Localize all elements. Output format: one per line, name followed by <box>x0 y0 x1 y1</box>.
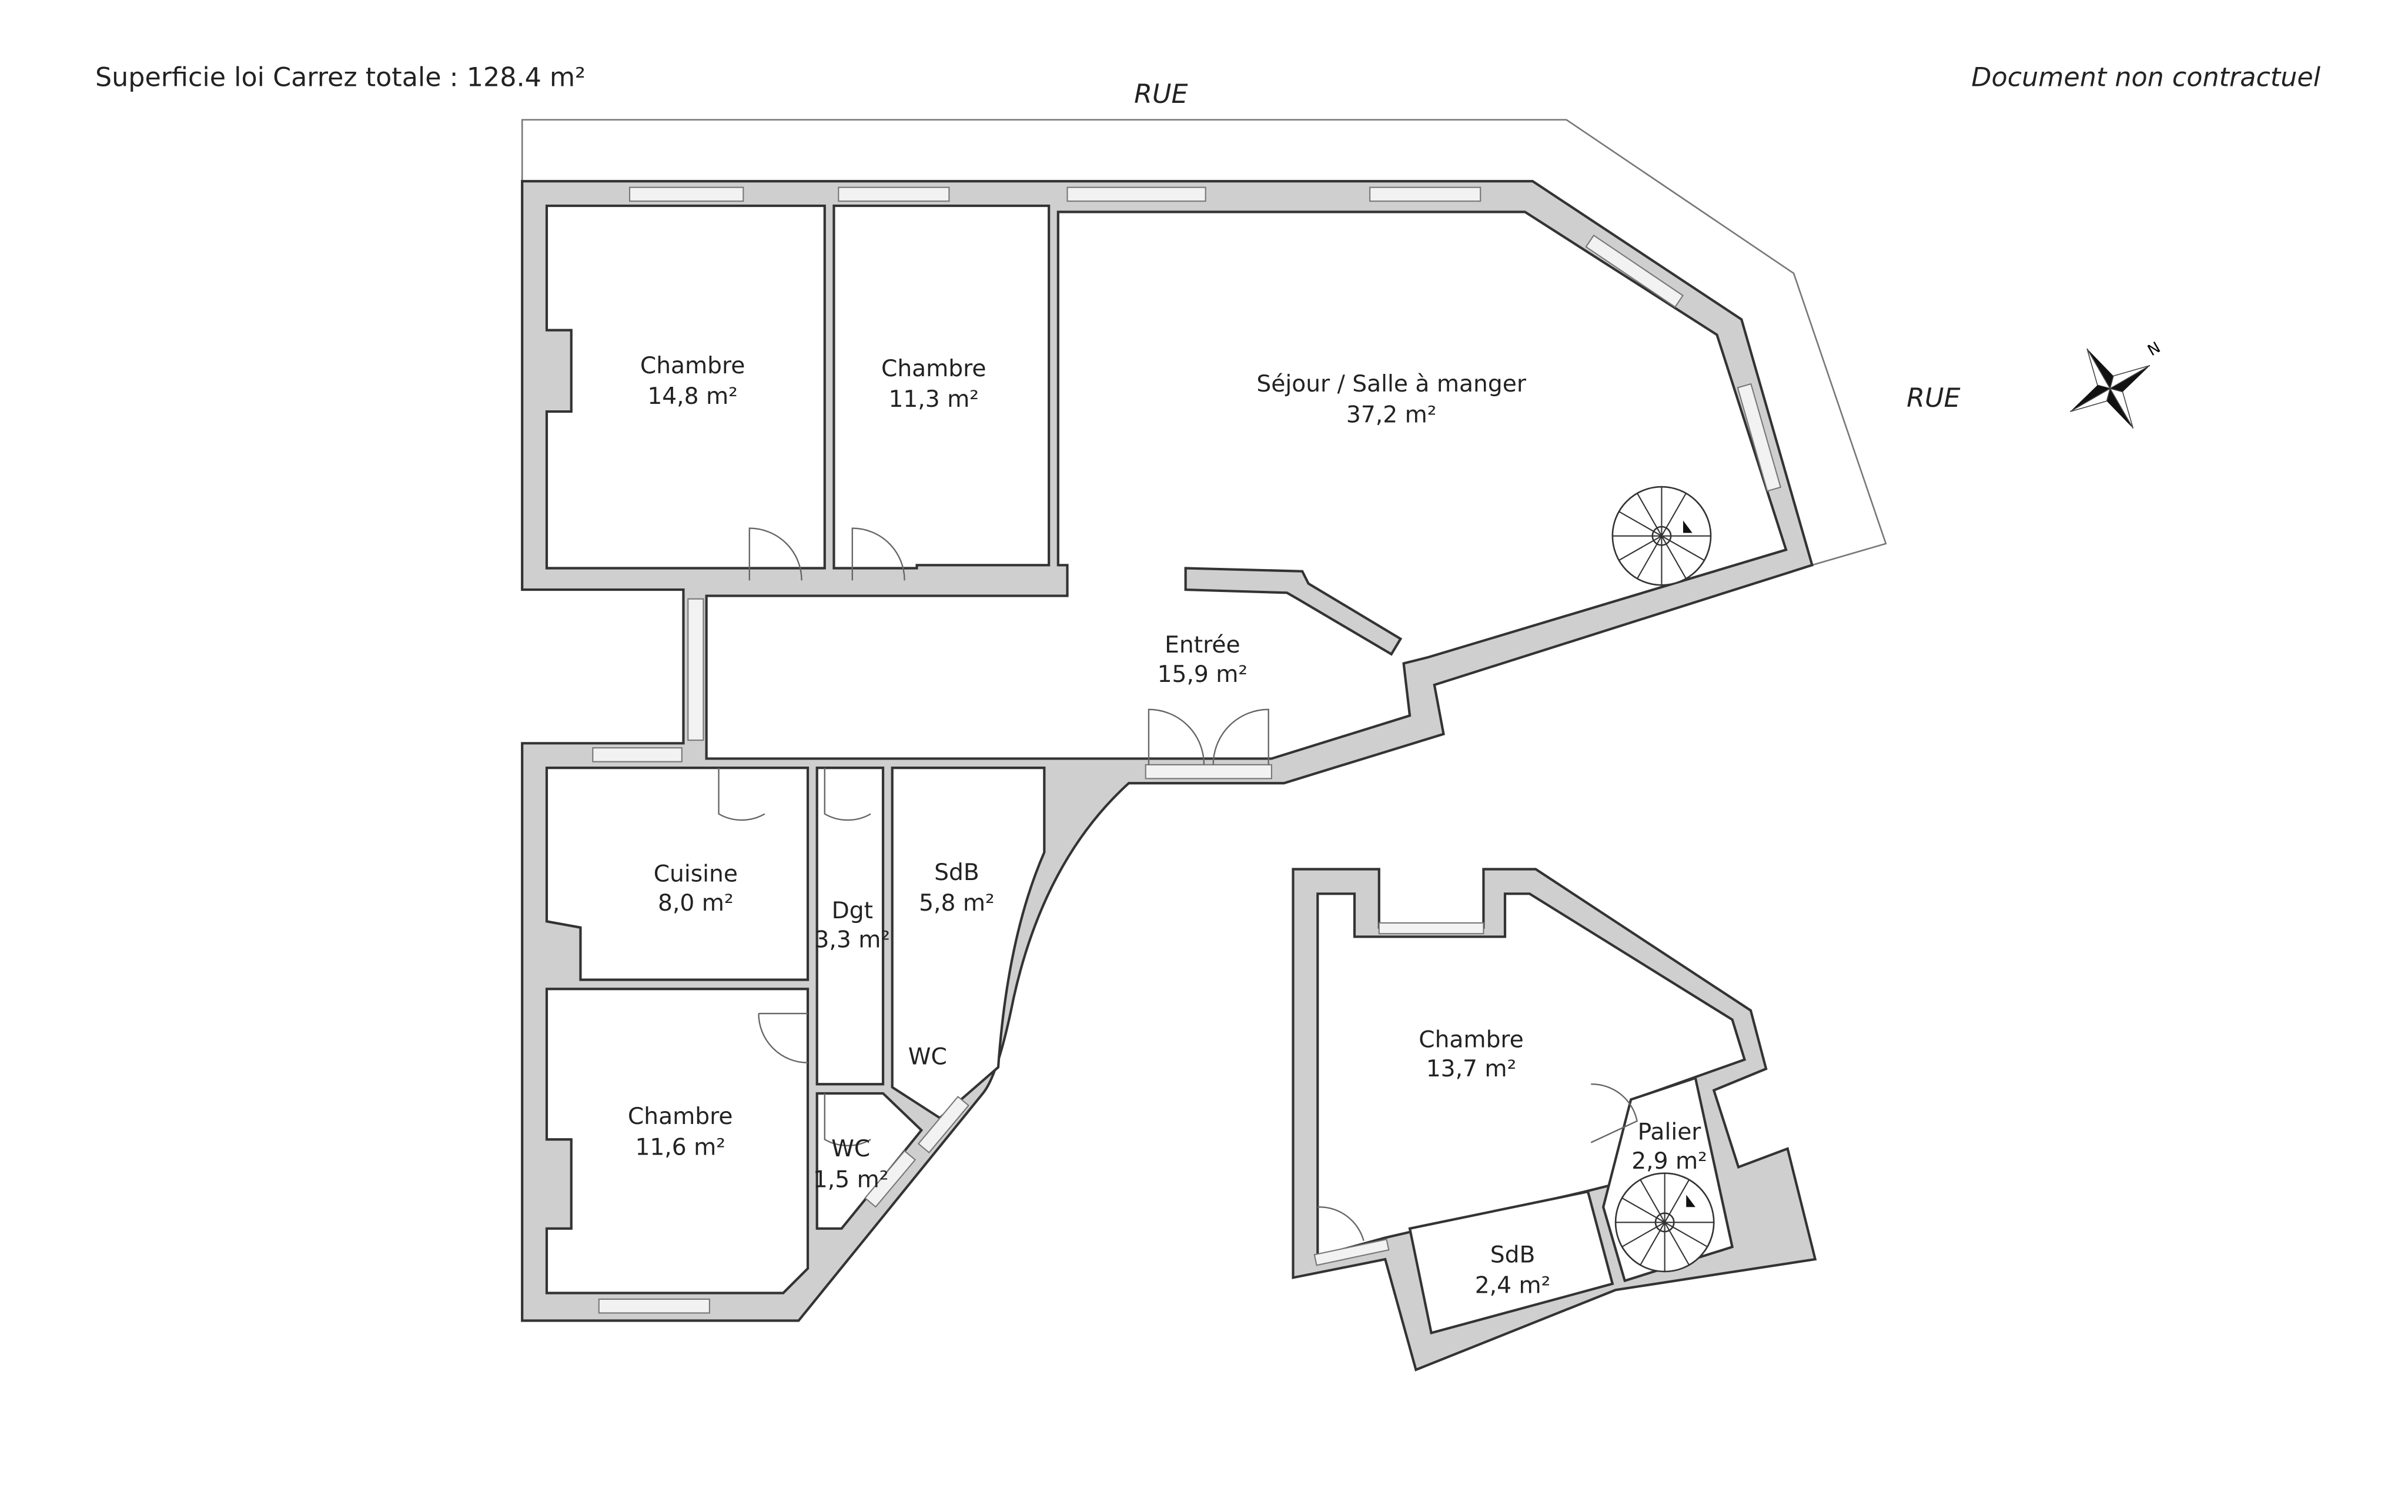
room-area: 11,3 m² <box>888 386 979 413</box>
spiral-staircase-icon <box>1611 486 1712 586</box>
doors[interactable] <box>718 527 1638 1241</box>
room-chambre-2 <box>832 204 1051 570</box>
room-area: 11,6 m² <box>635 1134 725 1160</box>
room-sejour-entree <box>705 210 1788 760</box>
room-area: 1,5 m² <box>813 1166 889 1193</box>
room-area: 3,3 m² <box>814 927 890 954</box>
room-sdb-2 <box>1408 1190 1614 1335</box>
room-chambre-3 <box>545 988 810 1294</box>
room-name: Chambre <box>881 356 986 382</box>
room-name: Chambre <box>628 1103 733 1130</box>
room-name: Séjour / Salle à manger <box>1256 371 1526 397</box>
room-name: Chambre <box>640 353 745 379</box>
room-area: 14,8 m² <box>647 383 738 410</box>
street-outline <box>521 119 1887 566</box>
room-area: 2,4 m² <box>1475 1272 1551 1299</box>
room-area: 8,0 m² <box>658 890 734 916</box>
room-area: 15,9 m² <box>1158 661 1248 688</box>
room-name: Cuisine <box>654 861 738 887</box>
room-name: WC <box>908 1043 947 1070</box>
room-name: SdB <box>934 859 979 886</box>
room-dgt <box>815 767 885 1086</box>
room-name: SdB <box>1490 1242 1536 1268</box>
room-name: Dgt <box>832 898 873 924</box>
spiral-staircase-icon <box>1614 1172 1715 1273</box>
compass-north-label: N <box>2145 339 2163 360</box>
room-name: Palier <box>1638 1119 1702 1145</box>
room-labels: Chambre 14,8 m² Chambre 11,3 m² Séjour /… <box>628 353 1707 1299</box>
room-name: Entrée <box>1165 632 1240 658</box>
room-area: 13,7 m² <box>1426 1056 1517 1082</box>
windows <box>592 186 1782 1314</box>
street-label-north: RUE <box>1134 79 1188 109</box>
room-name: WC <box>831 1136 870 1162</box>
room-name: Chambre <box>1419 1027 1524 1053</box>
room-area: 5,8 m² <box>919 890 995 916</box>
disclaimer-label: Document non contractuel <box>1971 62 2320 92</box>
total-area-label: Superficie loi Carrez totale : 128.4 m² <box>95 62 586 92</box>
room-cuisine <box>545 767 810 981</box>
room-chambre-1 <box>545 204 826 570</box>
room-area: 2,9 m² <box>1631 1148 1707 1175</box>
street-label-east: RUE <box>1907 383 1960 413</box>
room-sdb-1 <box>891 767 1046 1120</box>
compass-icon <box>2069 348 2151 429</box>
partition-wall <box>1184 567 1403 656</box>
window <box>687 598 704 741</box>
room-area: 37,2 m² <box>1346 402 1437 428</box>
